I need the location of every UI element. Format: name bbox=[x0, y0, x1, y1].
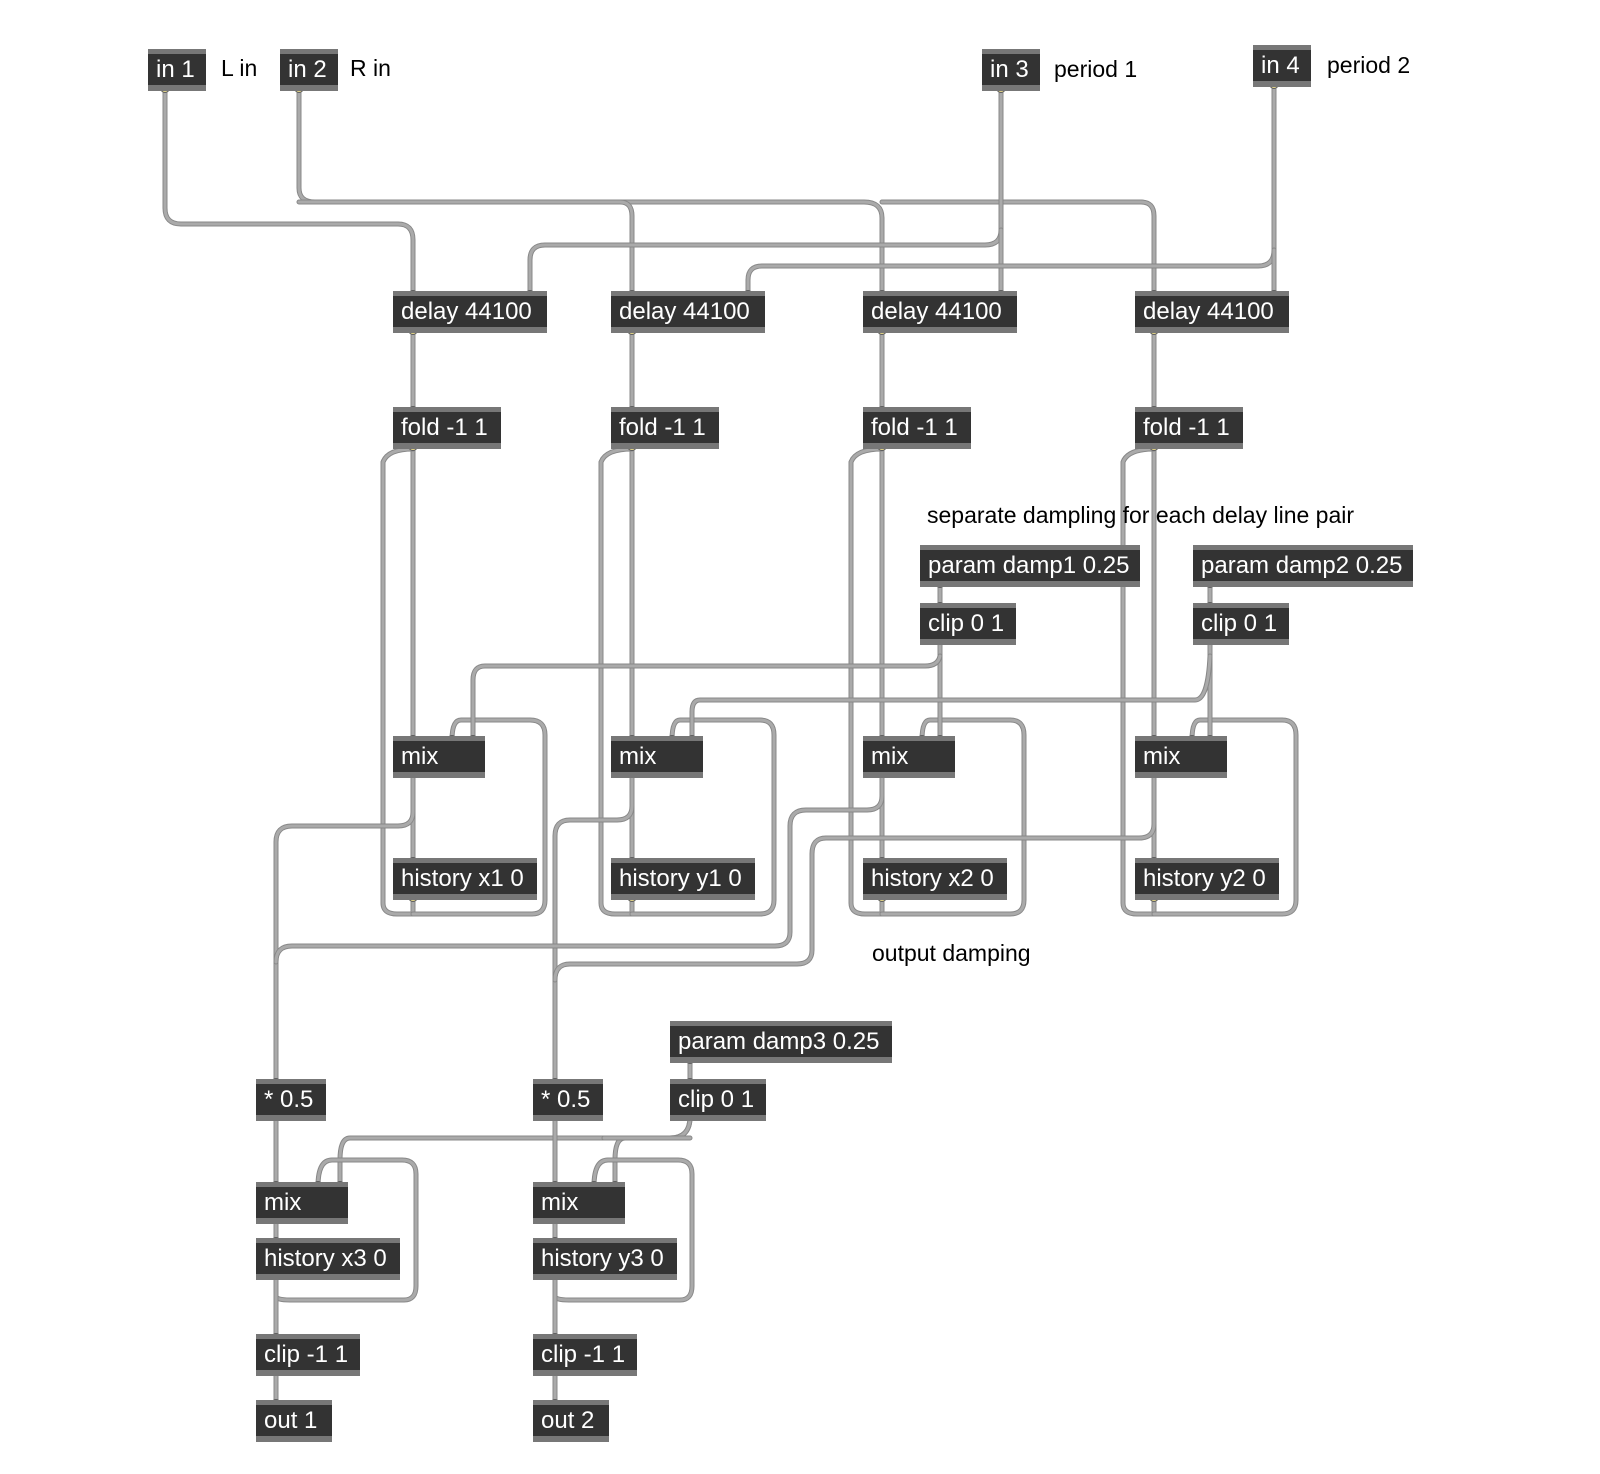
patch-cable[interactable] bbox=[297, 200, 634, 297]
multiply-half-object-2[interactable]: * 0.5 bbox=[533, 1079, 603, 1121]
fold-object-2[interactable]: fold -1 1 bbox=[611, 407, 719, 449]
mix-object-1[interactable]: mix bbox=[393, 736, 485, 778]
patch-cable[interactable] bbox=[690, 654, 1212, 742]
fold-object-3[interactable]: fold -1 1 bbox=[863, 407, 971, 449]
patch-cable[interactable] bbox=[613, 1115, 692, 1188]
comment-l-in: L in bbox=[221, 55, 258, 81]
inlet-4-object[interactable]: in 4 bbox=[1253, 45, 1311, 87]
mix-object-6[interactable]: mix bbox=[533, 1182, 625, 1224]
fold-object-4[interactable]: fold -1 1 bbox=[1135, 407, 1243, 449]
mix-object-2[interactable]: mix bbox=[611, 736, 703, 778]
delay-object-2[interactable]: delay 44100 bbox=[611, 291, 765, 333]
patch-cable[interactable] bbox=[274, 772, 884, 964]
inlet-2-object[interactable]: in 2 bbox=[280, 49, 338, 91]
patch-cable[interactable] bbox=[553, 772, 1156, 982]
comment-output-damping: output damping bbox=[872, 940, 1031, 966]
mix-object-5[interactable]: mix bbox=[256, 1182, 348, 1224]
patch-cable-outline bbox=[689, 653, 1213, 743]
param-damp1-object[interactable]: param damp1 0.25 bbox=[920, 545, 1140, 587]
history-y3-object[interactable]: history y3 0 bbox=[533, 1238, 677, 1280]
outlet-1-object[interactable]: out 1 bbox=[256, 1400, 332, 1442]
history-y2-object[interactable]: history y2 0 bbox=[1135, 858, 1279, 900]
multiply-half-object-1[interactable]: * 0.5 bbox=[256, 1079, 326, 1121]
history-y1-object[interactable]: history y1 0 bbox=[611, 858, 755, 900]
patch-cable-outline bbox=[879, 199, 1157, 298]
patch-cable[interactable] bbox=[849, 447, 884, 916]
patch-cable[interactable] bbox=[1152, 718, 1298, 916]
patch-cable[interactable] bbox=[599, 447, 634, 916]
patch-cable-outline bbox=[745, 83, 1277, 298]
patch-cable[interactable] bbox=[880, 718, 1026, 916]
clip-damp2-object[interactable]: clip 0 1 bbox=[1193, 603, 1289, 645]
patch-cable[interactable] bbox=[274, 772, 415, 1085]
patch-cable[interactable] bbox=[471, 654, 942, 742]
patch-cable[interactable] bbox=[163, 88, 415, 297]
clip-out-object-1[interactable]: clip -1 1 bbox=[256, 1334, 360, 1376]
patch-cable-outline bbox=[380, 446, 416, 917]
param-damp3-object[interactable]: param damp3 0.25 bbox=[670, 1021, 892, 1063]
comment-r-in: R in bbox=[350, 55, 391, 81]
inlet-1-object[interactable]: in 1 bbox=[148, 49, 206, 91]
outlet-2-object[interactable]: out 2 bbox=[533, 1400, 609, 1442]
patch-cable[interactable] bbox=[381, 447, 415, 916]
clip-damp3-object[interactable]: clip 0 1 bbox=[670, 1079, 766, 1121]
patch-cable-outline bbox=[848, 446, 885, 917]
mix-object-4[interactable]: mix bbox=[1135, 736, 1227, 778]
delay-object-4[interactable]: delay 44100 bbox=[1135, 291, 1289, 333]
delay-object-1[interactable]: delay 44100 bbox=[393, 291, 547, 333]
clip-out-object-2[interactable]: clip -1 1 bbox=[533, 1334, 637, 1376]
patch-cable[interactable] bbox=[630, 718, 776, 916]
param-damp2-object[interactable]: param damp2 0.25 bbox=[1193, 545, 1413, 587]
comment-separate-damping: separate dampling for each delay line pa… bbox=[927, 502, 1355, 528]
patch-cable[interactable] bbox=[338, 1115, 692, 1188]
comment-period-1: period 1 bbox=[1054, 56, 1138, 82]
patch-cable[interactable] bbox=[553, 1158, 694, 1302]
patch-cable[interactable] bbox=[1121, 447, 1156, 916]
delay-object-3[interactable]: delay 44100 bbox=[863, 291, 1017, 333]
comment-period-2: period 2 bbox=[1327, 52, 1411, 78]
history-x1-object[interactable]: history x1 0 bbox=[393, 858, 537, 900]
patch-cable[interactable] bbox=[553, 772, 634, 1085]
patch-cable-outline bbox=[296, 199, 635, 298]
patch-cable-outline bbox=[337, 1114, 693, 1189]
patch-cable-outline bbox=[162, 87, 416, 298]
history-x2-object[interactable]: history x2 0 bbox=[863, 858, 1007, 900]
patch-cable[interactable] bbox=[880, 200, 1156, 297]
patch-cable[interactable] bbox=[274, 1158, 418, 1302]
inlet-3-object[interactable]: in 3 bbox=[982, 49, 1040, 91]
fold-object-1[interactable]: fold -1 1 bbox=[393, 407, 501, 449]
history-x3-object[interactable]: history x3 0 bbox=[256, 1238, 400, 1280]
patch-cable-outline bbox=[273, 771, 416, 1086]
patch-cable-outline bbox=[598, 446, 635, 917]
patch-cable[interactable] bbox=[411, 718, 547, 916]
patch-cable-outline bbox=[612, 1114, 693, 1189]
mix-object-3[interactable]: mix bbox=[863, 736, 955, 778]
clip-damp1-object[interactable]: clip 0 1 bbox=[920, 603, 1016, 645]
